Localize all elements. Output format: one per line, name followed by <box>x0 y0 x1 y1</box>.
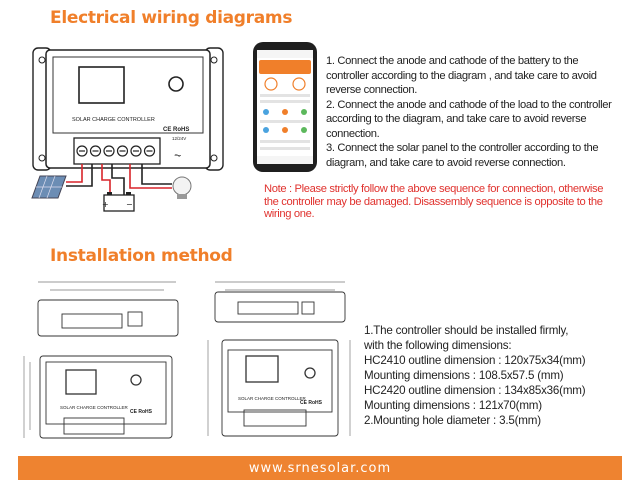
lamp-load-icon <box>172 176 192 199</box>
ce-rohs-mark: CE RoHS <box>163 127 189 133</box>
usb-icon: ⏦ <box>174 151 181 161</box>
mini-ce-rohs-1: CE RoHS <box>130 409 153 415</box>
svg-text:−: − <box>126 200 133 209</box>
mini-controller-label-2: SOLAR CHARGE CONTROLLER <box>238 396 307 401</box>
dimension-drawing-hc2410 <box>23 281 179 439</box>
footer-bar: www.srnesolar.com <box>18 456 622 480</box>
wiring-section-title: Electrical wiring diagrams <box>50 8 293 28</box>
spec-line: Mounting dimensions : 121x70(mm) <box>364 399 542 412</box>
wiring-step: 1. Connect the anode and cathode of the … <box>326 55 597 96</box>
spec-line: Mounting dimensions : 108.5x57.5 (mm) <box>364 369 564 382</box>
phone-app-screenshot <box>253 42 317 172</box>
spec-line: with the following dimensions: <box>364 339 512 352</box>
voltage-label: 12/24V <box>172 136 186 141</box>
controller-label: SOLAR CHARGE CONTROLLER <box>72 117 155 123</box>
spec-line: 1.The controller should be installed fir… <box>364 324 569 337</box>
mini-controller-label-1: SOLAR CHARGE CONTROLLER <box>60 405 129 410</box>
wiring-note: Note : Please strictly follow the above … <box>264 183 604 220</box>
wiring-lines <box>66 164 172 195</box>
wiring-step: 2. Connect the anode and cathode of the … <box>326 98 612 140</box>
battery-icon: + − <box>102 192 135 212</box>
wiring-steps-list: 1. Connect the anode and cathode of the … <box>326 54 616 170</box>
spec-line: HC2420 outline dimension : 134x85x36(mm) <box>364 384 586 397</box>
wiring-step: 3. Connect the solar panel to the contro… <box>326 142 599 169</box>
mini-ce-rohs-2: CE RoHS <box>300 400 323 406</box>
controller-device: SOLAR CHARGE CONTROLLER CE RoHS 12/24V ⏦ <box>32 47 224 171</box>
dimension-drawing-hc2420 <box>207 281 351 437</box>
installation-section-title: Installation method <box>50 246 233 266</box>
footer-url[interactable]: www.srnesolar.com <box>248 460 392 476</box>
spec-line: HC2410 outline dimension : 120x75x34(mm) <box>364 354 586 367</box>
spec-line: 2.Mounting hole diameter : 3.5(mm) <box>364 414 541 427</box>
svg-text:+: + <box>102 200 109 209</box>
solar-panel-icon <box>31 175 67 199</box>
installation-specs: 1.The controller should be installed fir… <box>364 323 624 428</box>
